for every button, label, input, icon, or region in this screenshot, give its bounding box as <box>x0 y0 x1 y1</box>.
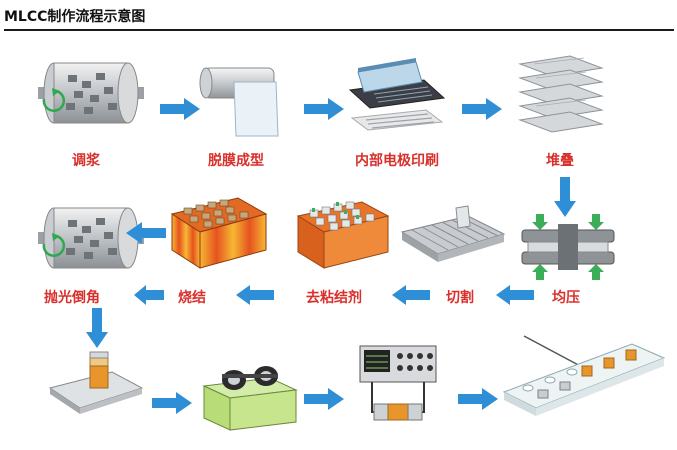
flow-arrow-right <box>160 98 200 120</box>
binder-removal-illustration <box>292 196 392 276</box>
layer-stacking-illustration <box>510 50 610 140</box>
step-label-slurry-mixing: 调浆 <box>72 153 100 169</box>
step-label-sintering: 烧结 <box>178 290 206 306</box>
step-label-stacking: 堆叠 <box>546 153 574 169</box>
step-label-electrode-printing: 内部电极印刷 <box>355 153 439 169</box>
step-label-polishing-chamfering: 抛光倒角 <box>44 290 100 306</box>
flow-arrow-left <box>126 222 166 244</box>
flow-arrow-down <box>554 177 576 217</box>
title-divider <box>4 29 674 31</box>
termination-dipping-illustration <box>46 348 146 420</box>
polishing-drum-illustration <box>38 200 148 280</box>
tape-casting-illustration <box>198 62 288 142</box>
sintering-illustration <box>166 192 271 272</box>
page-title: MLCC制作流程示意图 <box>4 9 146 25</box>
flow-arrow-right <box>304 98 344 120</box>
flow-arrow-left <box>236 285 274 305</box>
electrode-printing-illustration <box>344 50 454 145</box>
plating-bath-illustration <box>200 360 300 432</box>
flow-arrow-left <box>392 285 430 305</box>
flow-arrow-left <box>496 285 534 305</box>
flow-arrow-right <box>458 388 498 410</box>
step-label-tape-casting: 脱膜成型 <box>208 153 264 169</box>
flow-arrow-down <box>86 308 108 348</box>
cutting-illustration <box>398 204 508 269</box>
flow-arrow-right <box>462 98 502 120</box>
flow-arrow-right <box>304 388 344 410</box>
step-label-pressing: 均压 <box>552 290 580 306</box>
flow-arrow-right <box>152 392 192 414</box>
pressing-illustration <box>518 214 618 280</box>
mixing-drum-illustration <box>38 55 148 135</box>
step-label-cutting: 切割 <box>446 290 474 306</box>
step-label-binder-removal: 去粘结剂 <box>306 290 362 306</box>
tape-packaging-illustration <box>498 330 670 430</box>
flow-arrow-left <box>134 285 164 305</box>
electrical-test-illustration <box>352 342 442 428</box>
